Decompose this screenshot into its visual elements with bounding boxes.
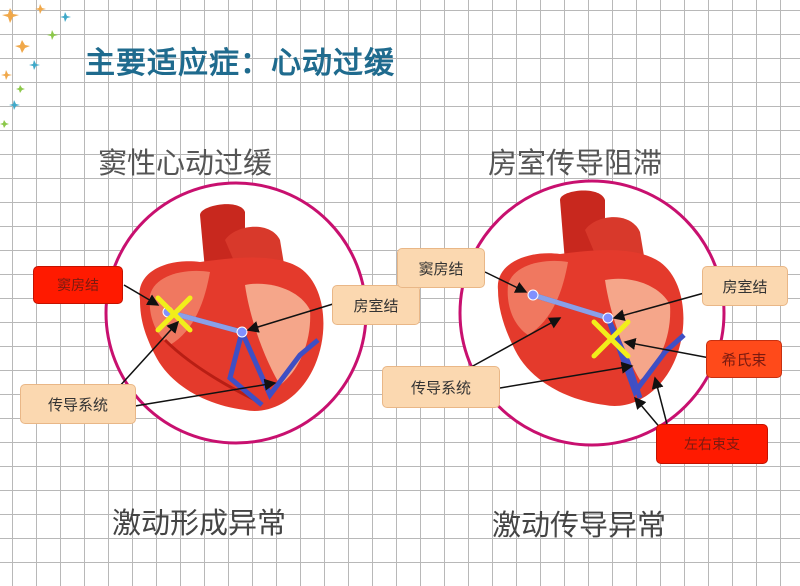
right-sa-node-label: 窦房结: [397, 248, 485, 288]
right-sa-node-dot: [527, 289, 539, 301]
right-heart-diagram: [458, 179, 726, 447]
right-bundle-branches-label: 左右束支: [656, 424, 768, 464]
right-av-node-label: 房室结: [702, 266, 788, 306]
right-his-bundle-label: 希氏束: [706, 340, 782, 378]
right-subtitle: 房室传导阻滞: [488, 146, 663, 180]
left-av-node-label: 房室结: [332, 285, 420, 325]
left-x-mark: [155, 295, 193, 333]
right-heart: [497, 190, 684, 406]
page-title: 主要适应症：心动过缓: [85, 46, 395, 81]
left-heart-diagram: [104, 181, 368, 445]
right-caption: 激动传导异常: [492, 508, 667, 542]
left-conduction-path: [162, 306, 320, 407]
left-av-node-dot: [236, 326, 248, 338]
corner-decoration: [0, 4, 71, 128]
right-x-mark: [591, 319, 631, 359]
left-sa-node-label: 窦房结: [33, 266, 123, 304]
left-conduction-label: 传导系统: [20, 384, 136, 424]
right-conduction-label: 传导系统: [382, 366, 500, 408]
left-subtitle: 窦性心动过缓: [98, 146, 273, 180]
right-av-node-dot: [602, 312, 614, 324]
left-caption: 激动形成异常: [112, 506, 287, 540]
